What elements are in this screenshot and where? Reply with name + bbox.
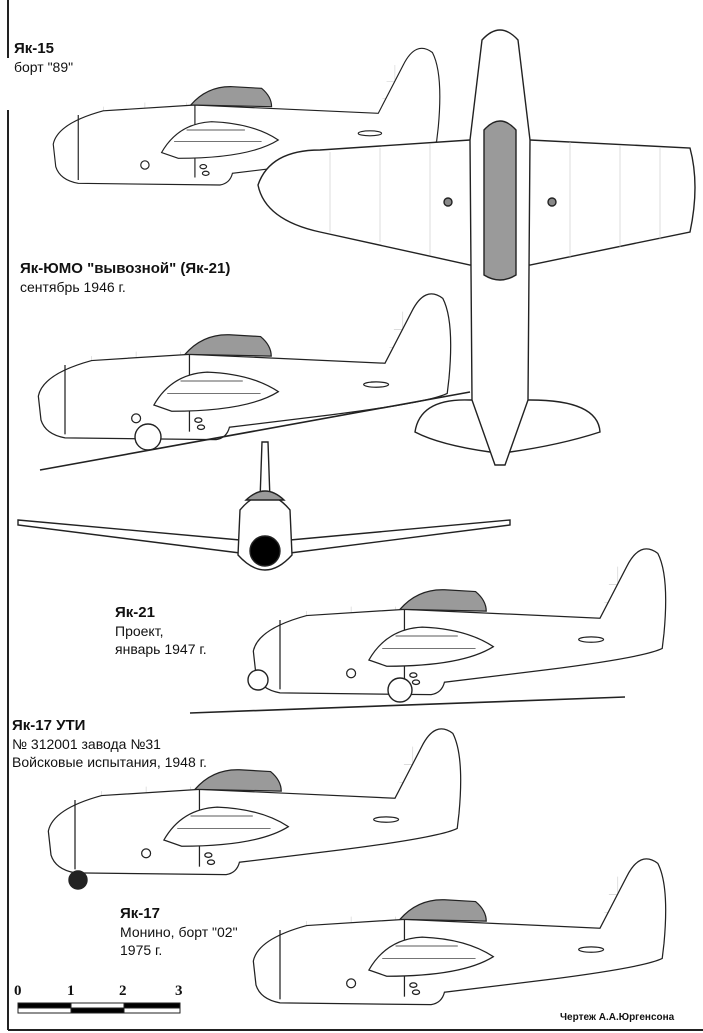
aircraft-title: Як-ЮМО "вывозной" (Як-21) (20, 260, 231, 277)
aircraft-subtitle: Монино, борт "02" (120, 924, 238, 940)
aircraft-subtitle: Проект, (115, 623, 164, 639)
aircraft-title: Як-17 (120, 905, 160, 922)
scale-bar (17, 1002, 181, 1014)
scale-tick-label: 0 (14, 983, 22, 999)
aircraft-title: Як-21 (115, 604, 155, 621)
aircraft-subtitle: № 312001 завода №31 (12, 736, 161, 752)
aircraft-subtitle: борт "89" (14, 59, 74, 75)
aircraft-title: Як-17 УТИ (12, 717, 86, 734)
aircraft-subtitle: Войсковые испытания, 1948 г. (12, 754, 207, 770)
aircraft-label-yak-yumo: Як-ЮМО "вывозной" (Як-21) сентябрь 1946 … (20, 260, 230, 296)
ground-lines (39, 391, 626, 714)
top-view (257, 29, 696, 466)
aircraft-subtitle: сентябрь 1946 г. (20, 279, 126, 295)
yak-yumo-side-view (37, 293, 452, 441)
drawing-credit: Чертеж А.А.Юргенсона (560, 1012, 675, 1023)
landing-gear (68, 423, 413, 890)
scale-tick-label: 1 (67, 983, 75, 999)
yak-21-side-view (252, 548, 667, 696)
aircraft-title: Як-15 (14, 40, 54, 57)
aircraft-label-yak-15: Як-15 борт "89" (14, 40, 73, 76)
front-view (17, 441, 511, 571)
aircraft-label-yak-17: Як-17 Монино, борт "02" 1975 г. (120, 905, 238, 959)
scale-tick-label: 2 (119, 983, 127, 999)
aircraft-subtitle: 1975 г. (120, 942, 163, 958)
aircraft-label-yak-21: Як-21 Проект, январь 1947 г. (115, 604, 207, 658)
scale-tick-label: 3 (175, 983, 183, 999)
aircraft-subtitle: январь 1947 г. (115, 641, 207, 657)
frame (7, 0, 703, 1031)
aircraft-label-yak-17-uti: Як-17 УТИ № 312001 завода №31 Войсковые … (12, 717, 207, 771)
yak-17-side-view (252, 858, 667, 1006)
